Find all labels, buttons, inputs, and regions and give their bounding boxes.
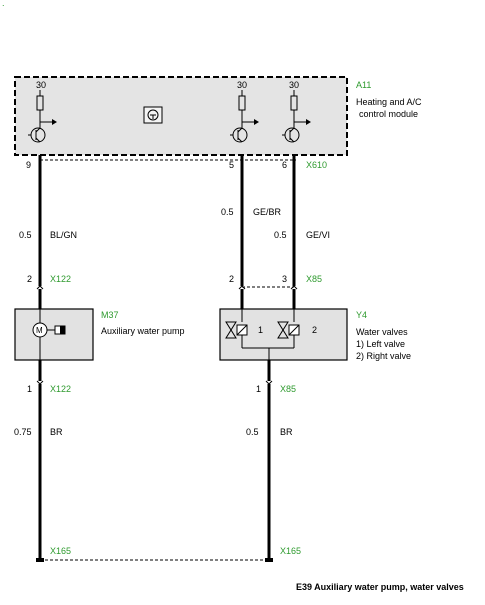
connector-x85-bottom: X85	[280, 384, 296, 394]
connector-chevron-icon	[36, 380, 44, 385]
connector-chevron-icon	[265, 380, 273, 385]
connector-x165-left: X165	[50, 546, 71, 556]
diagram-caption: E39 Auxiliary water pump, water valves	[296, 582, 464, 592]
connector-chevron-icon	[238, 285, 246, 290]
a11-output-stage-left: 30	[28, 80, 57, 143]
connector-chevron-icon	[290, 285, 298, 290]
connector-x122-bottom: X122	[50, 384, 71, 394]
m37-id: M37	[101, 310, 119, 320]
a11-name-line2: control module	[359, 109, 418, 119]
ground-icon	[36, 558, 44, 562]
valve-1: 1	[225, 309, 263, 348]
wire-left-upper-color: BL/GN	[50, 230, 77, 240]
corner-mark: .	[2, 0, 5, 8]
a11-supply-label-mid: 30	[237, 80, 247, 90]
arrow-icon	[306, 119, 311, 125]
connector-x122-top: X122	[50, 274, 71, 284]
valve-1-label: 1	[258, 325, 263, 335]
wire-right-lower-color: BR	[280, 427, 293, 437]
connector-x85-top: X85	[306, 274, 322, 284]
y4-component-box	[219, 308, 348, 361]
pin-a11-mid: 5	[229, 160, 234, 170]
wire-mid-upper-color: GE/BR	[253, 207, 282, 217]
arrow-icon	[254, 119, 259, 125]
wire-right-lower-gauge: 0.5	[246, 427, 259, 437]
wire-left-upper-gauge: 0.5	[19, 230, 32, 240]
pin-a11-left: 9	[26, 160, 31, 170]
control-module-icon	[143, 106, 163, 124]
a11-output-stage-right: 30	[282, 80, 311, 143]
pin-m37-bottom: 1	[27, 384, 32, 394]
connector-x610: X610	[306, 160, 327, 170]
arrow-icon	[52, 119, 57, 125]
m37-component-box	[14, 308, 94, 361]
connector-chevron-icon	[36, 285, 44, 290]
pin-y4-bottom: 1	[256, 384, 261, 394]
pin-y4-top-right: 3	[282, 274, 287, 284]
pin-m37-top: 2	[27, 274, 32, 284]
motor-icon: M	[32, 309, 66, 360]
svg-text:M: M	[36, 326, 43, 335]
pin-y4-top-left: 2	[229, 274, 234, 284]
valve-2: 2	[277, 309, 317, 348]
ground-icon	[265, 558, 273, 562]
wire-mid-upper-gauge: 0.5	[221, 207, 234, 217]
a11-name-line1: Heating and A/C	[356, 97, 422, 107]
a11-supply-label-left: 30	[36, 80, 46, 90]
m37-name: Auxiliary water pump	[101, 326, 185, 336]
y4-id: Y4	[356, 310, 367, 320]
a11-id: A11	[356, 80, 371, 90]
valve-icon	[277, 321, 289, 331]
valve-2-label: 2	[312, 325, 317, 335]
a11-output-stage-mid: 30	[230, 80, 259, 143]
y4-name-line1: Water valves	[356, 327, 408, 337]
pin-a11-right: 6	[282, 160, 287, 170]
wire-right-upper-gauge: 0.5	[274, 230, 287, 240]
y4-name-line2: 1) Left valve	[356, 339, 405, 349]
wire-left-lower-gauge: 0.75	[14, 427, 32, 437]
wire-right-upper-color: GE/VI	[306, 230, 330, 240]
connector-x165-right: X165	[280, 546, 301, 556]
a11-supply-label-right: 30	[289, 80, 299, 90]
wire-left-lower-color: BR	[50, 427, 63, 437]
valve-icon	[225, 321, 237, 331]
y4-name-line3: 2) Right valve	[356, 351, 411, 361]
